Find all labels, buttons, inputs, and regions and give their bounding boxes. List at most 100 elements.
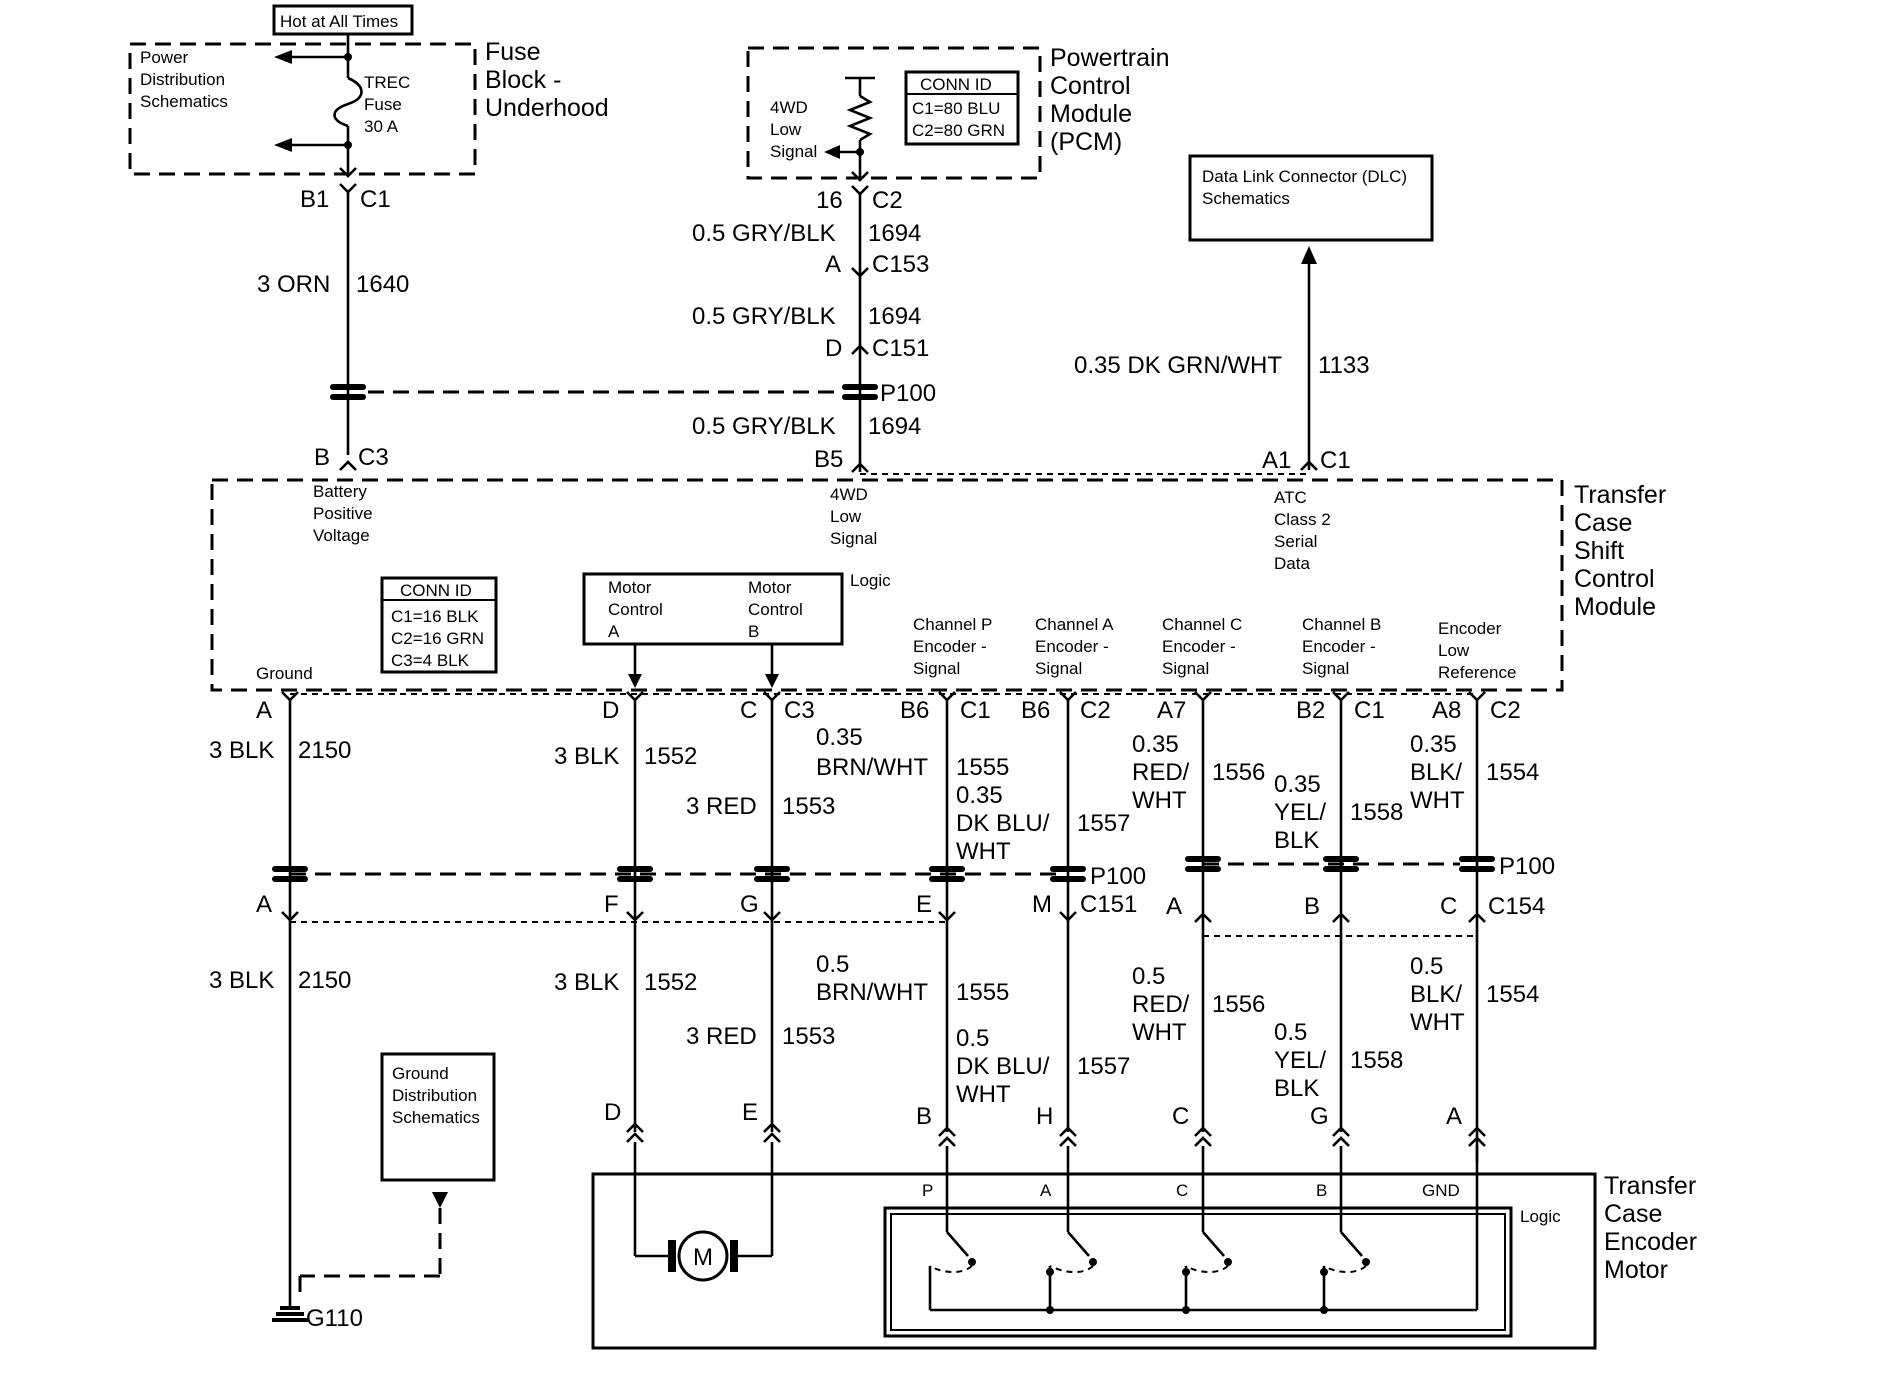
motor-control-a-label: Motor Control A: [608, 578, 668, 641]
c153-conn: C153: [872, 251, 929, 278]
pin-a8-c2: A8: [1432, 697, 1461, 724]
motor-conn-b: B: [916, 1103, 932, 1130]
pcm-conn-id-box: [904, 70, 1020, 146]
tccm-4wd-low-signal-label: 4WD Low Signal: [830, 485, 877, 548]
tccm-pin-b: B: [314, 444, 330, 471]
w1556-circuit-1: 1556: [1212, 759, 1265, 786]
wire-1694-circuit-3: 1694: [868, 413, 921, 440]
motor-m-label: M: [693, 1244, 713, 1271]
splice-left-upper: [330, 384, 366, 400]
trec-fuse-label: TREC Fuse 30 A: [364, 73, 415, 136]
encoder-pin-a: A: [1040, 1181, 1052, 1200]
motor-conn-d: D: [604, 1099, 621, 1126]
w1556-circuit-2: 1556: [1212, 991, 1265, 1018]
wire-1694-gauge-3: 0.5 GRY/BLK: [692, 413, 836, 440]
motor-conn-h: H: [1036, 1103, 1053, 1130]
tccm-conn-c3: C3: [358, 444, 389, 471]
splice-p100-upper-label: P100: [880, 380, 936, 407]
tccm-b5-connector-symbol: [851, 462, 869, 473]
tccm-pin-a1: A1: [1262, 447, 1291, 474]
splice-p100-lower-right-label: P100: [1499, 853, 1555, 880]
pcm-c2-connector-symbol: [851, 185, 869, 196]
c153-connector-symbol: [851, 267, 869, 278]
mid-conn-c154: C154: [1488, 893, 1545, 920]
hot-at-all-times-label: Hot at All Times: [280, 12, 398, 31]
w1554-gauge-1: 0.35 BLK/ WHT: [1410, 731, 1469, 814]
encoder-pin-gnd: GND: [1422, 1181, 1460, 1200]
dlc-box: [1188, 154, 1434, 242]
wire-1640-gauge: 3 ORN: [257, 271, 330, 298]
ground-distribution-box: [380, 1052, 496, 1182]
w1554-circuit-1: 1554: [1486, 759, 1539, 786]
w1555-gauge-1: 0.35 BRN/WHT: [816, 724, 928, 781]
power-distribution-label: Power Distribution Schematics: [140, 48, 230, 111]
motor-control-box: [582, 572, 844, 646]
atc-class2-serial-data-label: ATC Class 2 Serial Data: [1274, 488, 1335, 573]
w1555-gauge-2: 0.5 BRN/WHT: [816, 951, 928, 1006]
tccm-conn-id-title: CONN ID: [400, 581, 472, 600]
pin-a7: A7: [1157, 697, 1186, 724]
wire-1694-gauge-2: 0.5 GRY/BLK: [692, 303, 836, 330]
w1557-circuit-1: 1557: [1077, 810, 1130, 837]
c151-conn: C151: [872, 335, 929, 362]
c1-connector-symbol: [339, 183, 357, 194]
dlc-label: Data Link Connector (DLC) Schematics: [1202, 167, 1412, 208]
encoder-motor-title: Transfer Case Encoder Motor: [1604, 1172, 1704, 1284]
channel-c-encoder-label: Channel C Encoder - Signal: [1162, 615, 1247, 678]
mid-pin-e: E: [916, 891, 932, 918]
w1552-gauge-2: 3 BLK: [554, 969, 619, 996]
w1553-circuit-1: 1553: [782, 793, 835, 820]
w2150-circuit-2: 2150: [298, 967, 351, 994]
ground-distribution-label: Ground Distribution Schematics: [392, 1064, 482, 1127]
fuse-block-title: Fuse Block - Underhood: [485, 38, 609, 122]
conn-c2-lower: C2: [1080, 697, 1111, 724]
tccm-pin-b5: B5: [814, 446, 843, 473]
hot-at-all-times-box: [272, 4, 414, 36]
pin-c-c3: C: [740, 697, 757, 724]
encoder-logic-block: [883, 1206, 1513, 1338]
encoder-pin-p: P: [922, 1181, 933, 1200]
pcm-pin-16: 16: [816, 187, 843, 214]
channel-p-encoder-label: Channel P Encoder - Signal: [913, 615, 997, 678]
mid-pin-g: G: [740, 891, 759, 918]
w2150-gauge-1: 3 BLK: [209, 737, 274, 764]
splice-p100-upper: [842, 384, 878, 400]
pcm-conn-c2: C2: [872, 187, 903, 214]
c151-connector-symbol: [851, 344, 869, 355]
pcm-title: Powertrain Control Module (PCM): [1050, 44, 1176, 156]
motor-control-arrows: [628, 644, 779, 688]
w1553-gauge-2: 3 RED: [686, 1023, 757, 1050]
w1556-gauge-1: 0.35 RED/ WHT: [1132, 731, 1196, 814]
w1557-circuit-2: 1557: [1077, 1053, 1130, 1080]
tccm-conn-c1: C1: [1320, 447, 1351, 474]
motor-connector-symbols: [626, 1122, 1486, 1147]
pcm-4wd-low-signal-label: 4WD Low Signal: [770, 98, 817, 161]
ground-label: Ground: [256, 664, 313, 683]
mid-conn-c151: C151: [1080, 891, 1137, 918]
conn-c1-lower-b2: C1: [1354, 697, 1385, 724]
channel-b-encoder-label: Channel B Encoder - Signal: [1302, 615, 1386, 678]
w1553-gauge-1: 3 RED: [686, 793, 757, 820]
w1552-circuit-2: 1552: [644, 969, 697, 996]
tccm-outline: [210, 478, 1564, 692]
encoder-motor-outline: [591, 1172, 1597, 1350]
ground-distribution-link: [298, 1192, 448, 1296]
mid-pin-m: M: [1032, 891, 1052, 918]
mid-pin-a: A: [256, 891, 272, 918]
w1558-gauge-1: 0.35 YEL/ BLK: [1274, 771, 1333, 854]
w2150-gauge-2: 3 BLK: [209, 967, 274, 994]
w1557-gauge-1: 0.35 DK BLU/ WHT: [956, 782, 1056, 865]
wire-1133: [1301, 246, 1317, 470]
pin-b6-c2: B6: [1021, 697, 1050, 724]
c153-pin: A: [825, 251, 841, 278]
wire-1694-gauge-1: 0.5 GRY/BLK: [692, 220, 836, 247]
conn-c2-lower-a8: C2: [1490, 697, 1521, 724]
w1555-circuit-1: 1555: [956, 754, 1009, 781]
w1558-circuit-2: 1558: [1350, 1047, 1403, 1074]
w2150-circuit-1: 2150: [298, 737, 351, 764]
ground-g110-label: G110: [306, 1305, 363, 1332]
ground-symbol-g110: [272, 1300, 308, 1322]
b1-pin: B1: [300, 186, 329, 213]
wire-1640-circuit: 1640: [356, 271, 409, 298]
